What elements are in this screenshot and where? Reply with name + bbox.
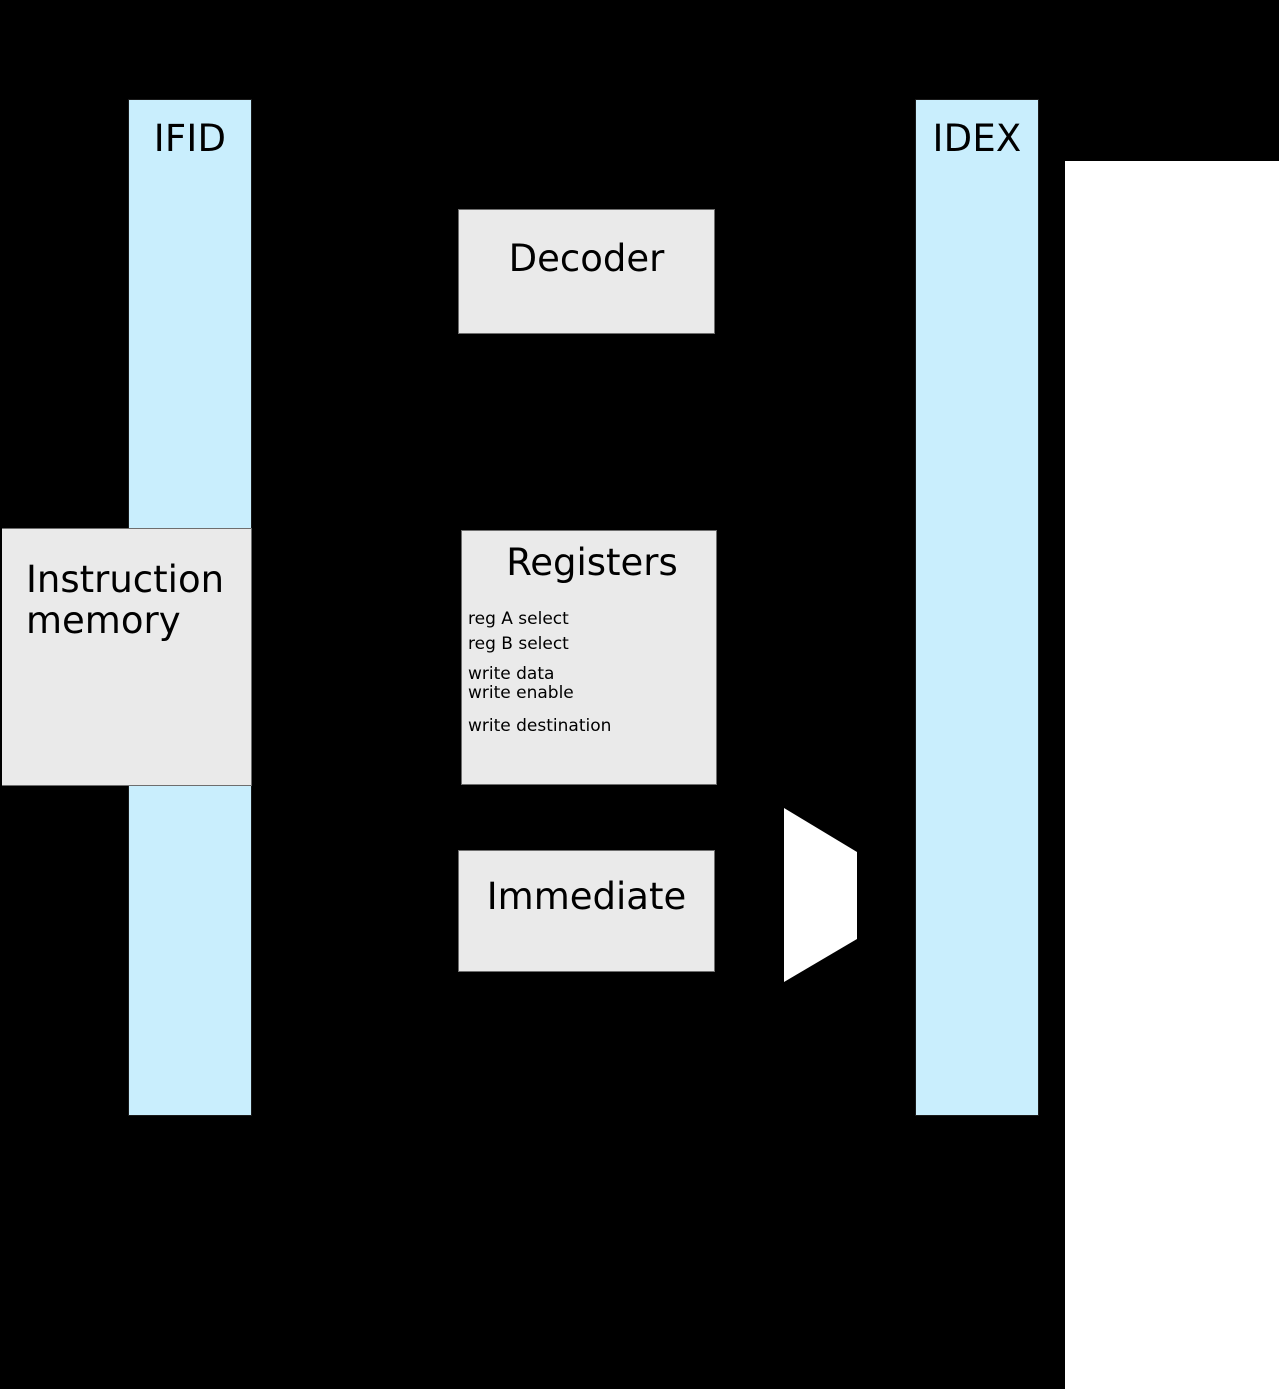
registers-port-list: reg A select reg B select write data wri… [468, 611, 722, 735]
registers-label: Registers [506, 541, 678, 584]
decoder-label: Decoder [508, 237, 665, 280]
instruction-memory-label: Instruction memory [26, 559, 227, 642]
registers-port-reg-b-select: reg B select [468, 634, 569, 654]
registers-port-write-enable: write enable [468, 683, 574, 703]
instruction-memory-label-line1: Instruction [26, 558, 225, 601]
unit-registers[interactable]: Registers reg A select reg B select writ… [461, 530, 717, 785]
mux-icon[interactable] [784, 808, 859, 982]
diagram-black-backdrop-top-right [1065, 0, 1279, 161]
instruction-memory-label-line2: memory [26, 599, 181, 643]
immediate-label: Immediate [486, 875, 687, 918]
pipeline-register-idex-label: IDEX [932, 117, 1022, 160]
registers-port-write-destination: write destination [468, 716, 612, 736]
pipeline-register-ifid-label: IFID [153, 117, 227, 160]
unit-decoder[interactable]: Decoder [458, 209, 715, 334]
registers-port-reg-a-select: reg A select [468, 609, 569, 629]
unit-immediate[interactable]: Immediate [458, 850, 715, 972]
registers-port-write-data: write data [468, 664, 555, 684]
pipeline-register-idex[interactable]: IDEX [915, 99, 1039, 1116]
unit-instruction-memory[interactable]: Instruction memory [2, 528, 252, 786]
